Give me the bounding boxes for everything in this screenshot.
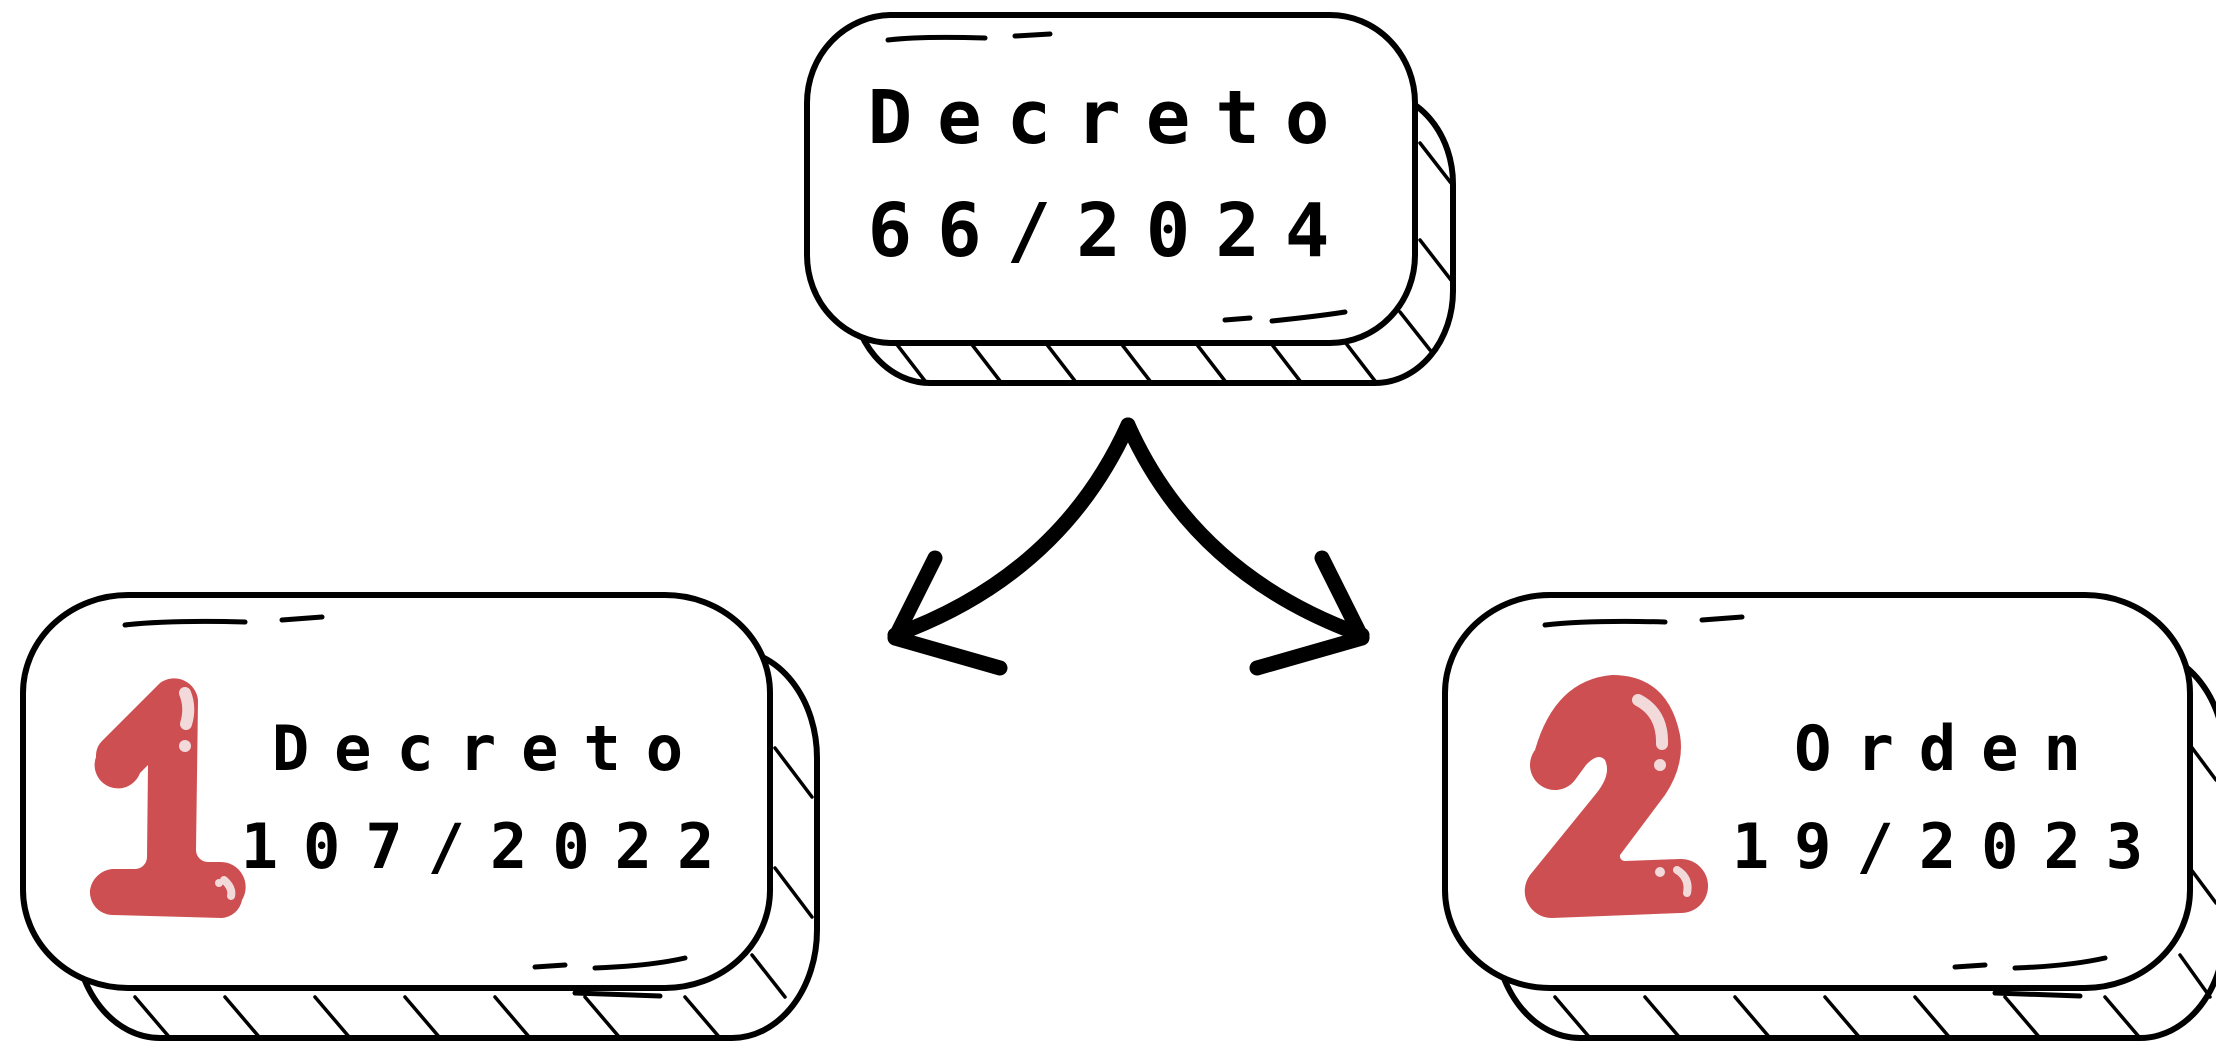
- card-right-hatching: [1553, 743, 2216, 1040]
- card-top-number: 66/2024: [868, 188, 1355, 274]
- card-top-front: [804, 12, 1418, 346]
- card-left-decreto-107-2022: Decreto 107/2022: [20, 592, 820, 1041]
- card-top-decreto-66-2024: Decreto 66/2024: [804, 12, 1456, 386]
- card-left-number: 107/2022: [241, 810, 740, 883]
- card-left-sketch-marks: [122, 614, 688, 999]
- curved-arrow-down-left-icon: [887, 417, 1136, 676]
- curved-arrow-down-right-icon: [1120, 417, 1370, 676]
- card-right-sketch-marks: [1542, 614, 2108, 999]
- number-two-badge-icon: [1524, 675, 1709, 919]
- card-right-number: 19/2023: [1732, 810, 2168, 883]
- card-left-hatching: [133, 746, 814, 1040]
- card-right-orden-19-2023: Orden 19/2023: [1442, 592, 2216, 1041]
- number-one-badge-icon: [89, 678, 246, 918]
- card-top-title: Decreto: [868, 75, 1355, 161]
- card-right-title: Orden: [1794, 712, 2106, 785]
- card-right-front: [1442, 592, 2193, 991]
- card-top-hatching: [893, 141, 1453, 383]
- card-left-front: [20, 592, 773, 991]
- card-left-title: Decreto: [272, 712, 708, 785]
- card-top-sketch-marks: [885, 31, 1348, 324]
